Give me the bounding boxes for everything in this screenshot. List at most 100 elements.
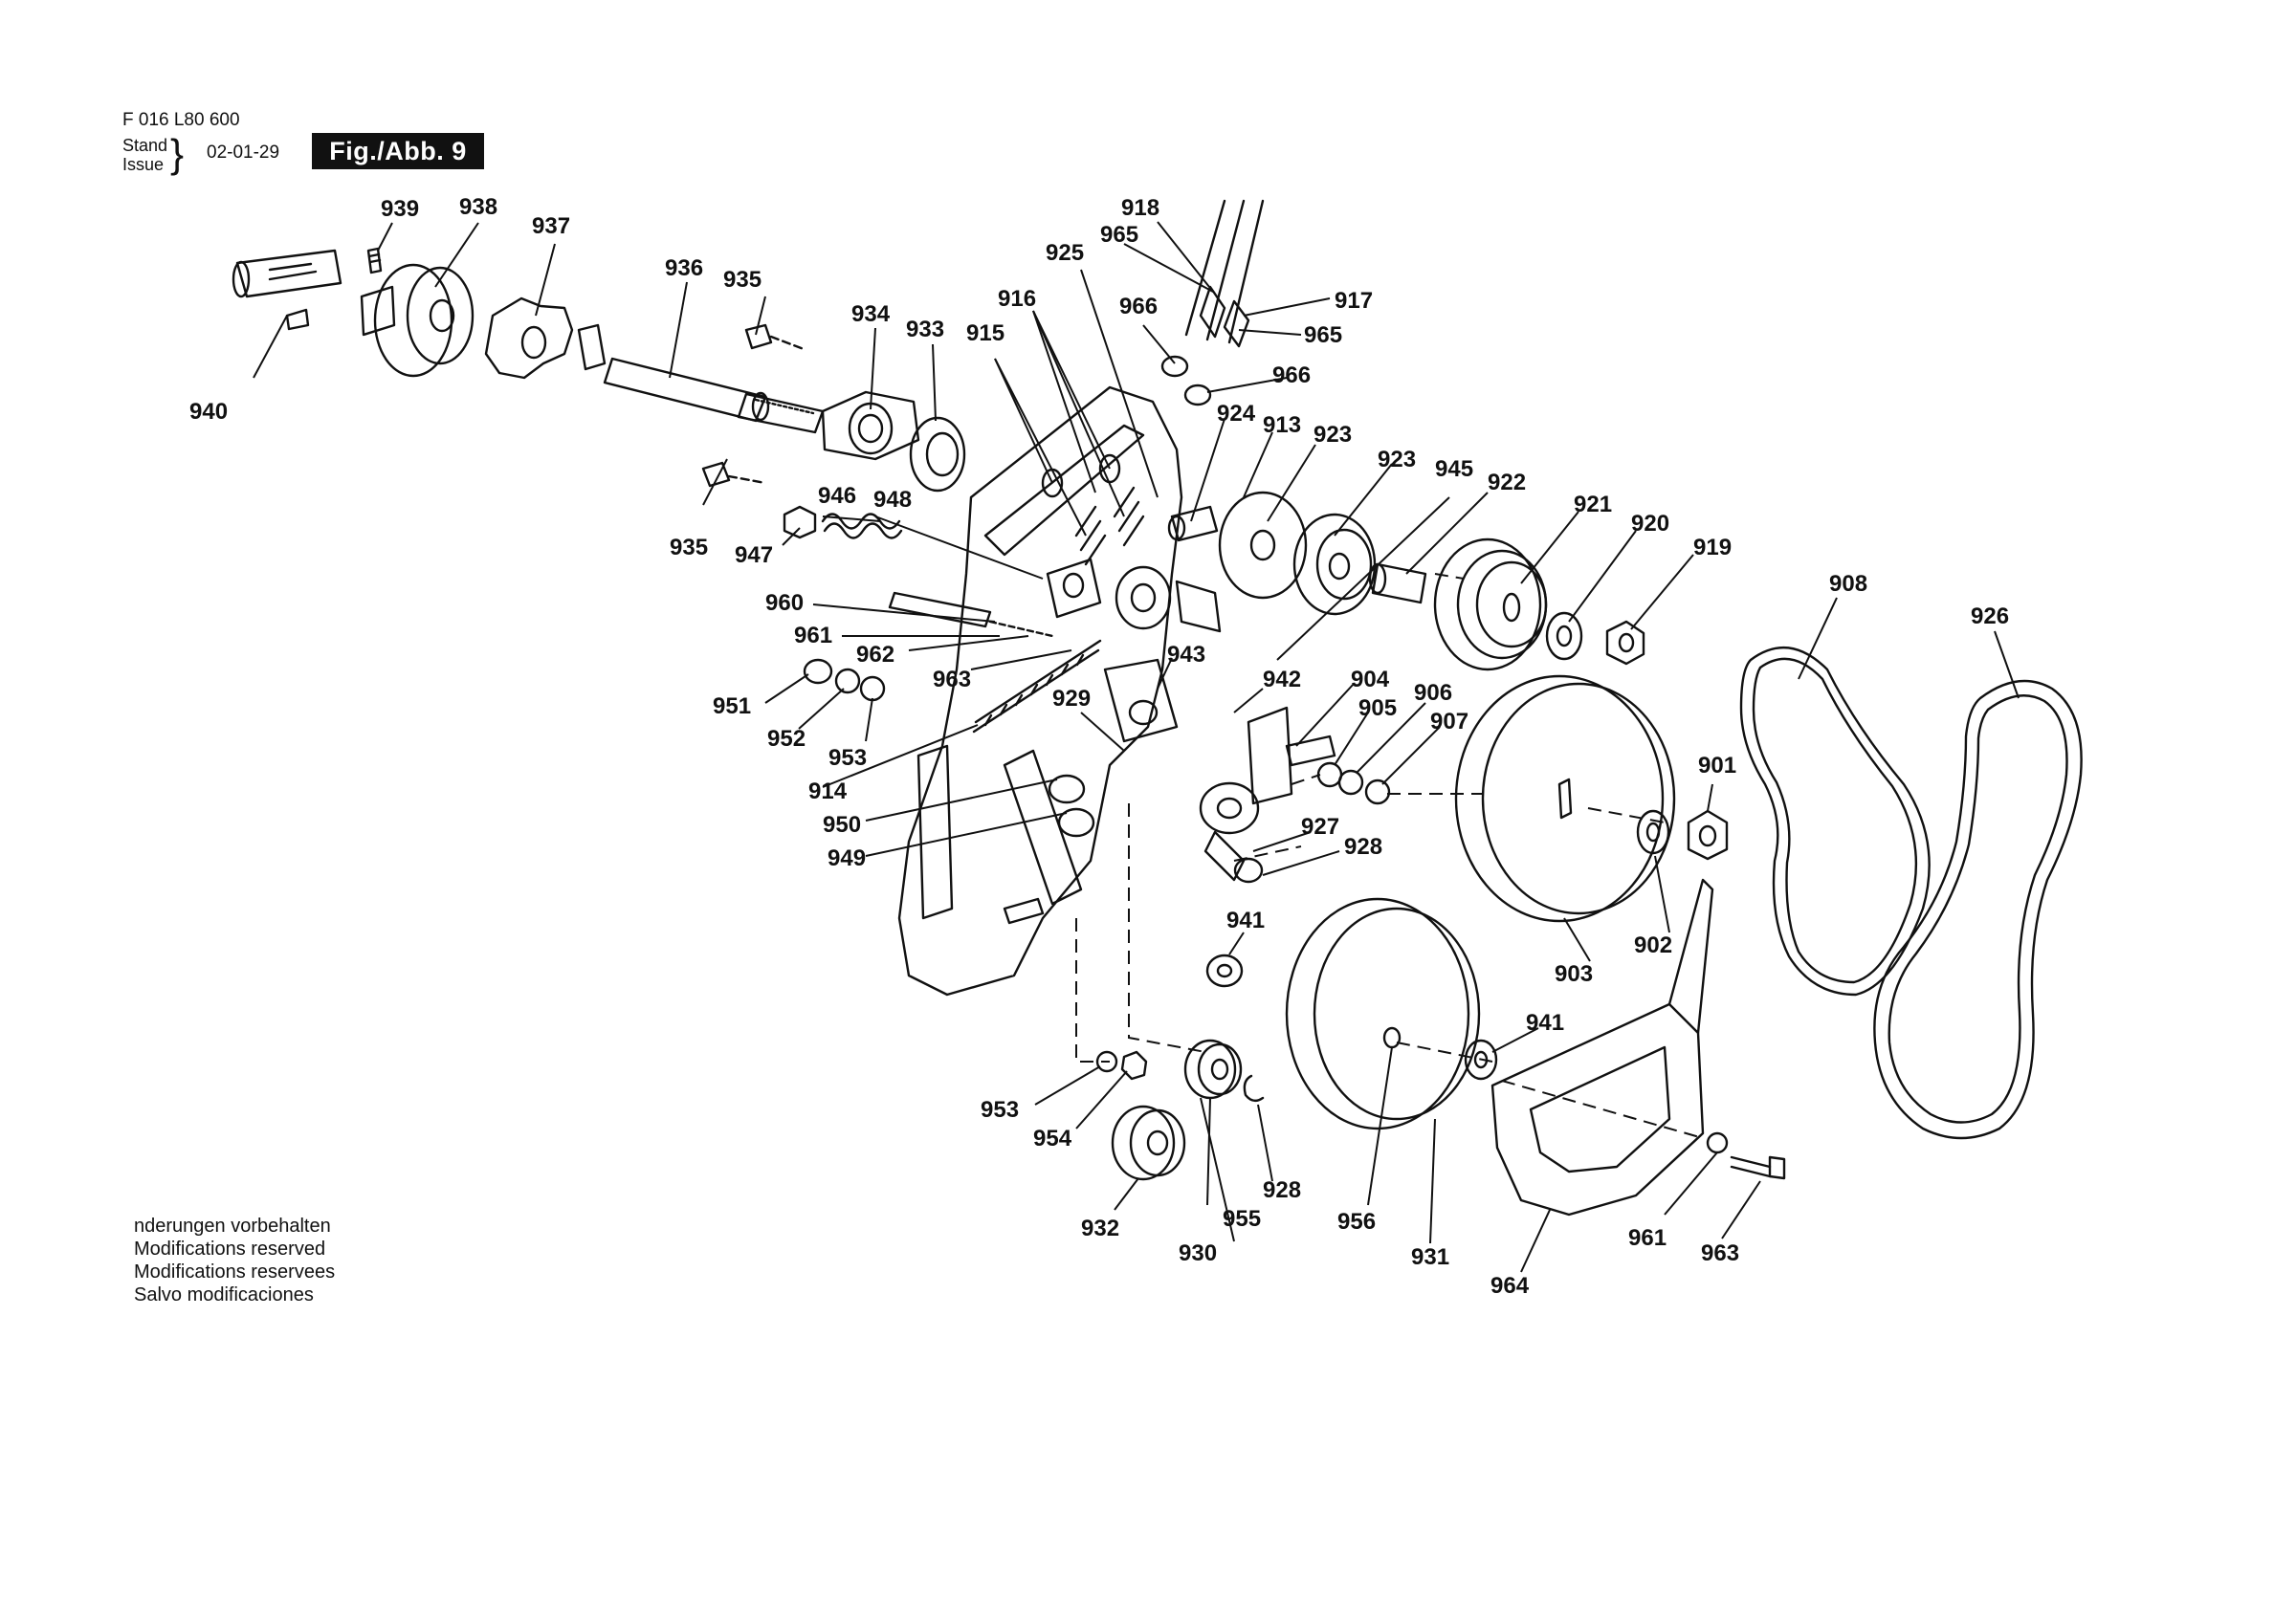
lever-948-part — [1046, 558, 1102, 619]
part-label: 919 — [1693, 535, 1732, 560]
gearbox-housing-frame — [897, 385, 1183, 997]
part-label: 925 — [1046, 240, 1084, 266]
nut-947-part — [783, 505, 817, 539]
part-label: 904 — [1351, 667, 1390, 692]
part-label: 932 — [1081, 1216, 1119, 1241]
spacer-922-part — [1368, 562, 1427, 604]
part-label: 903 — [1555, 961, 1593, 987]
part-label: 966 — [1119, 294, 1158, 319]
idler-bracket-part — [1103, 658, 1179, 743]
part-label: 963 — [1701, 1240, 1739, 1266]
belt-cover-964-part — [1490, 878, 1714, 1217]
part-label: 949 — [828, 845, 866, 871]
washers-904-907 — [1316, 761, 1391, 805]
part-label: 928 — [1263, 1177, 1301, 1203]
notice-line: nderungen vorbehalten — [134, 1216, 331, 1237]
part-label: 914 — [808, 779, 848, 804]
part-label: 941 — [1526, 1010, 1564, 1036]
part-label: 945 — [1435, 456, 1473, 482]
bushing-924-part — [1167, 505, 1219, 542]
part-label: 953 — [828, 745, 867, 771]
gear-932-part — [1111, 1105, 1186, 1181]
ball-bearing-part — [909, 416, 966, 493]
part-label: 940 — [189, 399, 228, 425]
modifications-notice: nderungen vorbehalten Modifications rese… — [134, 1215, 335, 1306]
figure-badge: Fig./Abb. 9 — [312, 133, 484, 169]
cable-nut-parts — [1160, 355, 1212, 406]
part-label: 938 — [459, 194, 497, 220]
part-label: 942 — [1263, 667, 1301, 692]
part-label: 915 — [966, 320, 1004, 346]
coupling-sleeve-part — [232, 249, 342, 298]
pulley-913-part — [1218, 491, 1308, 600]
part-label: 917 — [1335, 288, 1373, 314]
notice-line: Modifications reservees — [134, 1261, 336, 1283]
part-label: 901 — [1698, 753, 1736, 779]
part-label: 906 — [1414, 680, 1452, 706]
part-label: 923 — [1378, 447, 1416, 472]
document-number: F 016 L80 600 — [122, 110, 240, 130]
part-label: 916 — [998, 286, 1036, 312]
part-label: 951 — [713, 693, 751, 719]
part-label: 913 — [1263, 412, 1301, 438]
issue-date: 02-01-29 — [207, 143, 280, 163]
notice-line: Modifications reserved — [134, 1239, 326, 1260]
part-label: 907 — [1430, 709, 1468, 735]
leader-lines — [253, 221, 2020, 1273]
spring-946-part — [821, 513, 903, 539]
washer-920-part — [1545, 611, 1583, 661]
part-label: 952 — [767, 726, 806, 752]
v-belt-926-part — [1873, 679, 2083, 1140]
part-label: 941 — [1226, 908, 1265, 933]
part-label: 948 — [873, 487, 912, 513]
bolt-963-lower — [1730, 1155, 1786, 1180]
nut-901-part — [1687, 809, 1729, 861]
part-label: 918 — [1121, 195, 1159, 221]
part-label: 908 — [1829, 571, 1867, 597]
control-cables — [1184, 199, 1265, 348]
idler-pulley-part — [1199, 781, 1264, 884]
clip-928-lower — [1243, 1074, 1265, 1103]
part-label: 939 — [381, 196, 419, 222]
part-label: 921 — [1574, 492, 1612, 517]
washer-961-lower — [1706, 1131, 1729, 1154]
part-label: 965 — [1304, 322, 1342, 348]
part-label: 924 — [1217, 401, 1256, 427]
pulley-923-part — [1292, 513, 1377, 616]
part-label: 920 — [1631, 511, 1669, 537]
part-label: 934 — [851, 301, 891, 327]
part-label: 946 — [818, 483, 856, 509]
part-label: 930 — [1179, 1240, 1217, 1266]
part-label: 929 — [1052, 686, 1091, 712]
screw-lower-part — [701, 461, 767, 488]
v-belt-908-part — [1739, 647, 1931, 997]
part-label: 965 — [1100, 222, 1138, 248]
part-label: 935 — [723, 267, 762, 293]
part-label: 928 — [1344, 834, 1382, 860]
part-label: 963 — [933, 667, 971, 692]
part-label: 935 — [670, 535, 708, 560]
key-part — [285, 308, 310, 331]
part-label: 933 — [906, 317, 944, 342]
issue-brace: } — [170, 131, 185, 176]
part-label: 936 — [665, 255, 703, 281]
large-pulley-903-part — [1454, 674, 1676, 923]
part-label: 905 — [1358, 695, 1397, 721]
bracket-960-part — [888, 591, 1054, 638]
issue-label: Issue — [122, 155, 165, 174]
nuts-953-954-lower — [1095, 1050, 1148, 1081]
assembly-lines — [1075, 573, 1704, 1139]
part-label: 956 — [1337, 1209, 1376, 1235]
part-label: 966 — [1272, 362, 1311, 388]
part-label: 923 — [1314, 422, 1352, 448]
lower-pulley-931-part — [1285, 897, 1481, 1130]
part-label: 954 — [1033, 1126, 1072, 1151]
part-label: 950 — [823, 812, 861, 838]
part-label: 953 — [981, 1097, 1019, 1123]
part-label: 955 — [1223, 1206, 1261, 1232]
notice-line: Salvo modificaciones — [134, 1284, 314, 1305]
part-label: 947 — [735, 542, 773, 568]
part-label: 943 — [1167, 642, 1205, 668]
part-label: 961 — [794, 623, 832, 648]
